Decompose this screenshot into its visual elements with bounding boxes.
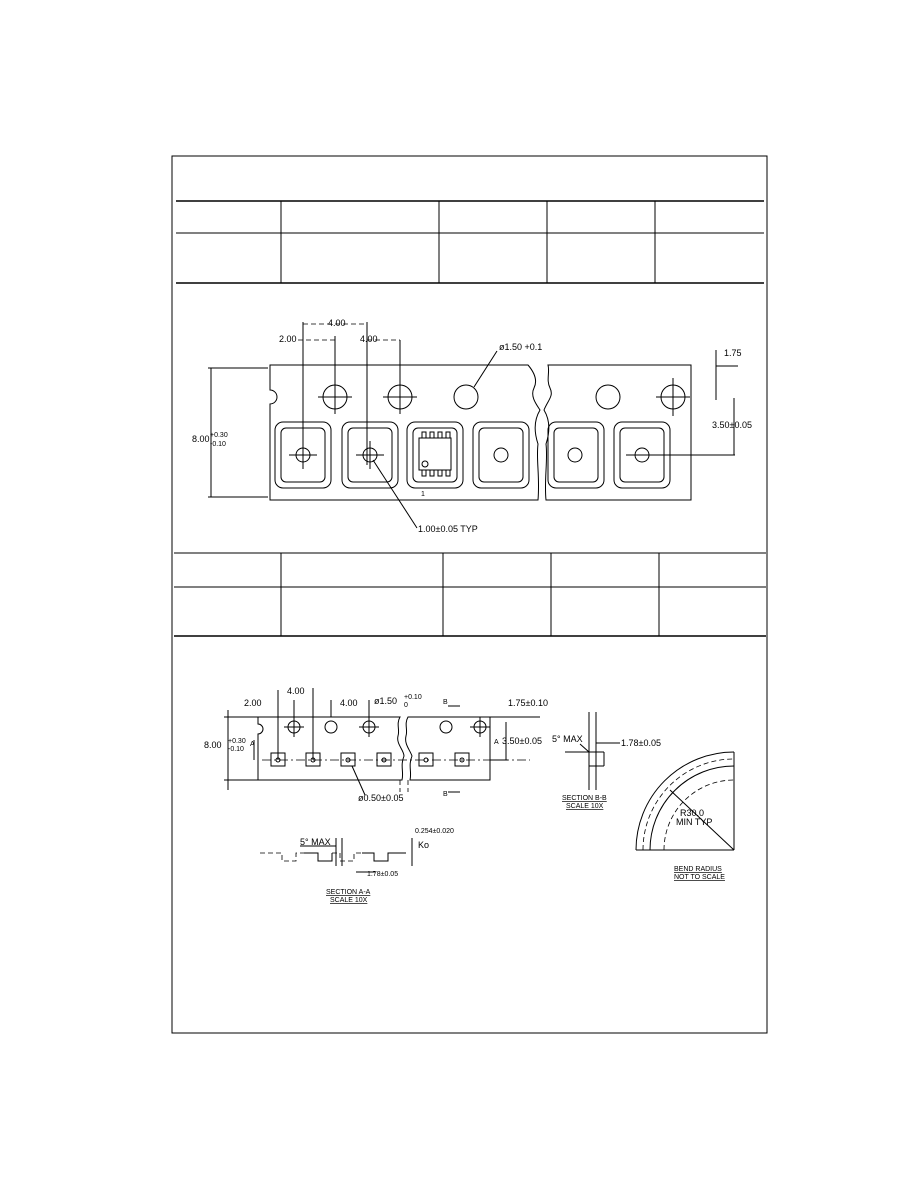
dim-pocket-hole: 1.00±0.05 TYP [418, 524, 478, 534]
bend-radius-title: BEND RADIUS [674, 866, 722, 873]
dim-pitch-hole: 4.00 [360, 334, 378, 344]
bend-radius-view: R30.0 MIN TYP BEND RADIUS NOT TO SCALE [635, 751, 735, 881]
dim-section-b: 1.78±0.05 [621, 738, 661, 748]
dim-pitch-center: 2.00 [279, 334, 297, 344]
dim-b-tape-width: 8.00 [204, 740, 222, 750]
dim-hole-diameter: ø1.50 +0.1 [499, 342, 542, 352]
sprocket-hole [595, 384, 621, 410]
dim-b-hole-tol-upper: +0.10 [404, 694, 422, 701]
section-marker-a-left: A [250, 741, 255, 748]
tape-drawing-b: 4.00 2.00 4.00 ø1.50 +0.10 0 B 1.75±0.10… [204, 686, 548, 803]
dim-pocket-depth: 1.78±0.05 [367, 871, 398, 878]
section-aa-scale: SCALE 10X [330, 897, 368, 904]
section-bb-view: 5° MAX 1.78±0.05 SECTION B-B SCALE 10X [552, 712, 661, 810]
dim-tape-width: 8.00 [192, 434, 210, 444]
section-marker-b-top: B [443, 699, 448, 706]
dim-b-width-tol-upper: +0.30 [228, 738, 246, 745]
section-bb-title: SECTION B-B [562, 795, 607, 802]
section-marker-a-right: A [494, 739, 499, 746]
section-aa-view: 5° MAX 0.254±0.020 Ko 1.78±0.05 SECTION … [260, 828, 454, 904]
sprocket-hole [453, 384, 479, 410]
bend-radius-note: MIN TYP [676, 817, 712, 827]
bend-radius-value: R30.0 [680, 808, 704, 818]
pocket [472, 421, 530, 489]
dim-b-hole-to-pocket: 3.50±0.05 [502, 736, 542, 746]
dim-b-pocket-hole: ø0.50±0.05 [358, 793, 403, 803]
header-table-mid [174, 552, 766, 637]
tape-drawing-a: 1 4.00 2.00 4.00 ø1.50 +0.1 1.75 8.00 +0… [192, 318, 752, 534]
dim-b-pitch-hole: 4.00 [340, 698, 358, 708]
pocket [547, 421, 605, 489]
dim-angle-b: 5° MAX [552, 734, 583, 744]
bend-radius-scale: NOT TO SCALE [674, 874, 725, 881]
dim-pitch-pocket: 4.00 [328, 318, 346, 328]
dim-width-tol-upper: +0.30 [210, 432, 228, 439]
header-table-top [176, 200, 764, 284]
dim-b-hole-tol-lower: 0 [404, 702, 408, 709]
dim-b-pitch-pocket: 4.00 [287, 686, 305, 696]
section-marker-b-bottom: B [443, 791, 448, 798]
dim-b-hole-diameter: ø1.50 [374, 696, 397, 706]
section-bb-scale: SCALE 10X [566, 803, 604, 810]
dim-ko: Ko [418, 840, 429, 850]
dim-b-pitch-center: 2.00 [244, 698, 262, 708]
dim-edge-to-hole: 1.75 [724, 348, 742, 358]
dim-thickness: 0.254±0.020 [415, 828, 454, 835]
pocket-with-component [406, 421, 464, 489]
section-aa-title: SECTION A-A [326, 889, 371, 896]
page-frame [171, 155, 768, 1034]
dim-width-tol-lower: -0.10 [210, 441, 226, 448]
dim-hole-to-pocket: 3.50±0.05 [712, 420, 752, 430]
dim-b-width-tol-lower: -0.10 [228, 746, 244, 753]
pin1-label: 1 [421, 491, 425, 498]
dim-b-edge-to-hole: 1.75±0.10 [508, 698, 548, 708]
dim-angle-a: 5° MAX [300, 837, 331, 847]
